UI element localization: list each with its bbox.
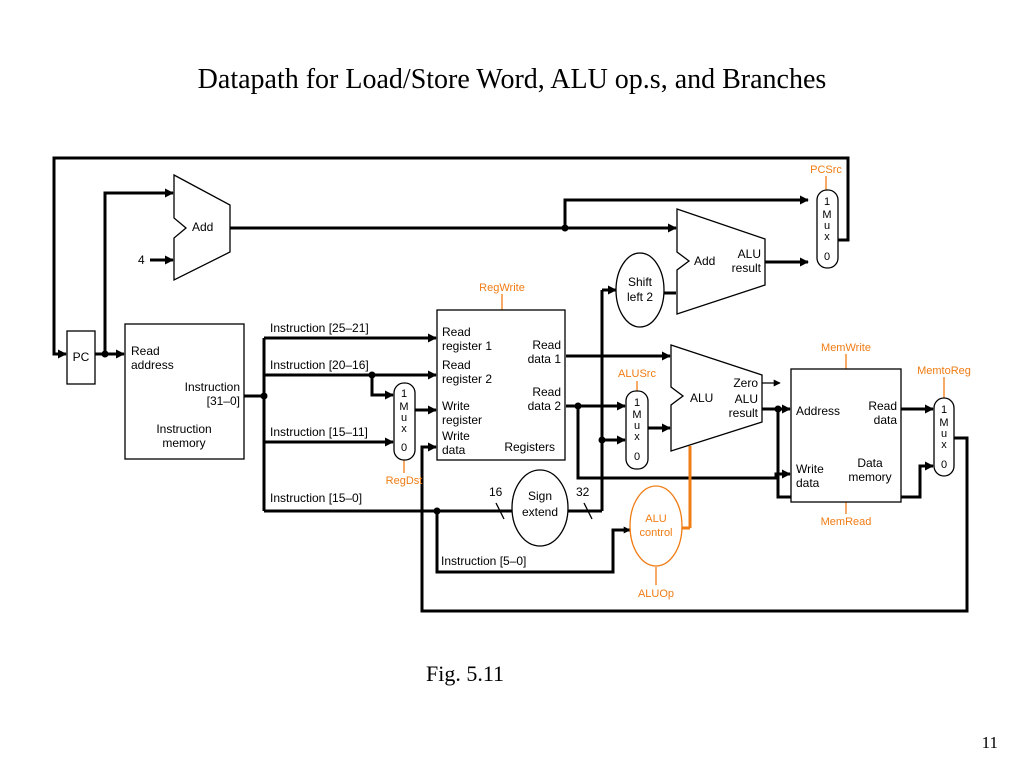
- constant-four: 4: [138, 253, 145, 267]
- imem-read-label: Read: [131, 344, 160, 358]
- alusrc-mux-m: M: [632, 409, 641, 421]
- shift-label-1: Shift: [628, 275, 653, 289]
- alu-control-label-2: control: [639, 527, 672, 539]
- imem-address-label: address: [131, 358, 174, 372]
- main-alu: ALU Zero ALU result: [670, 344, 763, 452]
- shift-left-2-unit: Shift left 2: [615, 252, 665, 328]
- reg-read-reg2-b: register 2: [442, 372, 492, 386]
- shift-label-2: left 2: [627, 290, 653, 304]
- pc-register: PC: [66, 330, 96, 385]
- regdst-mux: 1 M u x 0: [393, 382, 416, 461]
- alusrc-mux-u: u: [634, 420, 640, 432]
- signal-regwrite: RegWrite: [479, 282, 525, 294]
- regdst-mux-0: 0: [401, 442, 407, 454]
- reg-read-data1-a: Read: [532, 338, 561, 352]
- dmem-write-a: Write: [796, 462, 824, 476]
- alu-control-unit: ALU control: [629, 485, 683, 567]
- alusrc-mux-1: 1: [634, 397, 640, 409]
- reg-write-reg-a: Write: [442, 399, 470, 413]
- signal-regdst: RegDst: [386, 475, 423, 487]
- regdst-mux-u: u: [401, 412, 407, 424]
- main-alu-alu-label: ALU: [735, 392, 758, 406]
- register-file: Read register 1 Read register 2 Write re…: [436, 309, 566, 461]
- main-alu-label: ALU: [690, 391, 713, 405]
- alusrc-mux: 1 M u x 0: [625, 390, 649, 470]
- regdst-mux-x: x: [401, 423, 407, 435]
- reg-write-data-a: Write: [442, 429, 470, 443]
- field-rs-label: Instruction [25–21]: [270, 321, 369, 335]
- dmem-read-b: data: [874, 413, 898, 427]
- slide-title: Datapath for Load/Store Word, ALU op.s, …: [197, 64, 827, 95]
- signal-alusrc: ALUSrc: [618, 368, 656, 380]
- sign-extend-in-width: 16: [489, 485, 503, 499]
- datapath-wires: [52, 156, 969, 613]
- control-wires: [403, 176, 945, 585]
- sign-extend-label-1: Sign: [528, 489, 552, 503]
- alu-control-label-1: ALU: [645, 513, 666, 525]
- data-memory: Address Read data Write data Data memory: [790, 368, 902, 503]
- memtoreg-mux-0: 0: [941, 459, 947, 471]
- signal-aluop: ALUOp: [638, 588, 674, 600]
- field-rd-label: Instruction [15–11]: [270, 425, 368, 439]
- imem-bits-label: [31–0]: [207, 394, 240, 408]
- reg-write-reg-b: register: [442, 413, 482, 427]
- reg-read-data1-b: data 1: [528, 352, 562, 366]
- dmem-write-b: data: [796, 476, 820, 490]
- memtoreg-mux: 1 M u x 0: [933, 397, 955, 477]
- dmem-read-a: Read: [868, 399, 897, 413]
- reg-read-data2-a: Read: [532, 385, 561, 399]
- page-number: 11: [981, 733, 998, 752]
- memtoreg-mux-x: x: [941, 439, 947, 451]
- branch-adder-alu-label: ALU: [738, 247, 761, 261]
- branch-adder-add-label: Add: [694, 254, 715, 268]
- dmem-title-1: Data: [857, 456, 883, 470]
- regdst-mux-1: 1: [401, 388, 407, 400]
- pcsrc-mux-x: x: [824, 231, 830, 243]
- sign-extend-label-2: extend: [522, 505, 558, 519]
- signal-memwrite: MemWrite: [821, 342, 871, 354]
- field-imm-label: Instruction [15–0]: [270, 491, 362, 505]
- alusrc-mux-x: x: [634, 431, 640, 443]
- main-alu-result-label: result: [729, 406, 759, 420]
- signal-pcsrc: PCSrc: [810, 164, 842, 176]
- signal-memread: MemRead: [821, 516, 872, 528]
- instruction-memory: Read address Instruction [31–0] Instruct…: [124, 323, 245, 460]
- sign-extend-out-width: 32: [576, 485, 590, 499]
- pc-adder: Add: [173, 173, 231, 282]
- reg-read-reg2-a: Read: [442, 358, 471, 372]
- reg-read-reg1-a: Read: [442, 325, 471, 339]
- field-rt-label: Instruction [20–16]: [270, 358, 369, 372]
- branch-adder: Add ALU result: [676, 208, 766, 315]
- memtoreg-mux-u: u: [941, 428, 947, 440]
- main-alu-zero-label: Zero: [733, 376, 758, 390]
- reg-read-reg1-b: register 1: [442, 339, 492, 353]
- figure-caption: Fig. 5.11: [425, 661, 505, 686]
- reg-read-data2-b: data 2: [528, 399, 562, 413]
- memtoreg-mux-m: M: [939, 417, 948, 429]
- signal-memtoreg: MemtoReg: [917, 365, 971, 377]
- field-funct-label: Instruction [5–0]: [441, 554, 526, 568]
- pc-label: PC: [73, 350, 90, 364]
- pcsrc-mux-m: M: [822, 209, 831, 221]
- alusrc-mux-0: 0: [634, 451, 640, 463]
- imem-title-1: Instruction: [156, 422, 211, 436]
- reg-write-data-b: data: [442, 443, 466, 457]
- regdst-mux-m: M: [399, 401, 408, 413]
- pc-adder-label: Add: [192, 220, 213, 234]
- reg-title: Registers: [504, 440, 555, 454]
- wire-junctions: [101, 224, 782, 515]
- pcsrc-mux-1: 1: [824, 196, 830, 208]
- bus-width-marks: [495, 502, 593, 520]
- pcsrc-mux-u: u: [824, 220, 830, 232]
- memtoreg-mux-1: 1: [941, 404, 947, 416]
- dmem-title-2: memory: [848, 470, 891, 484]
- pcsrc-mux: 1 M u x 0: [816, 189, 839, 269]
- imem-title-2: memory: [162, 436, 205, 450]
- sign-extend-unit: Sign extend 16 32: [489, 469, 590, 547]
- branch-adder-result-label: result: [732, 261, 762, 275]
- imem-instruction-label: Instruction: [185, 380, 240, 394]
- dmem-address-label: Address: [796, 404, 840, 418]
- pcsrc-mux-0: 0: [824, 251, 830, 263]
